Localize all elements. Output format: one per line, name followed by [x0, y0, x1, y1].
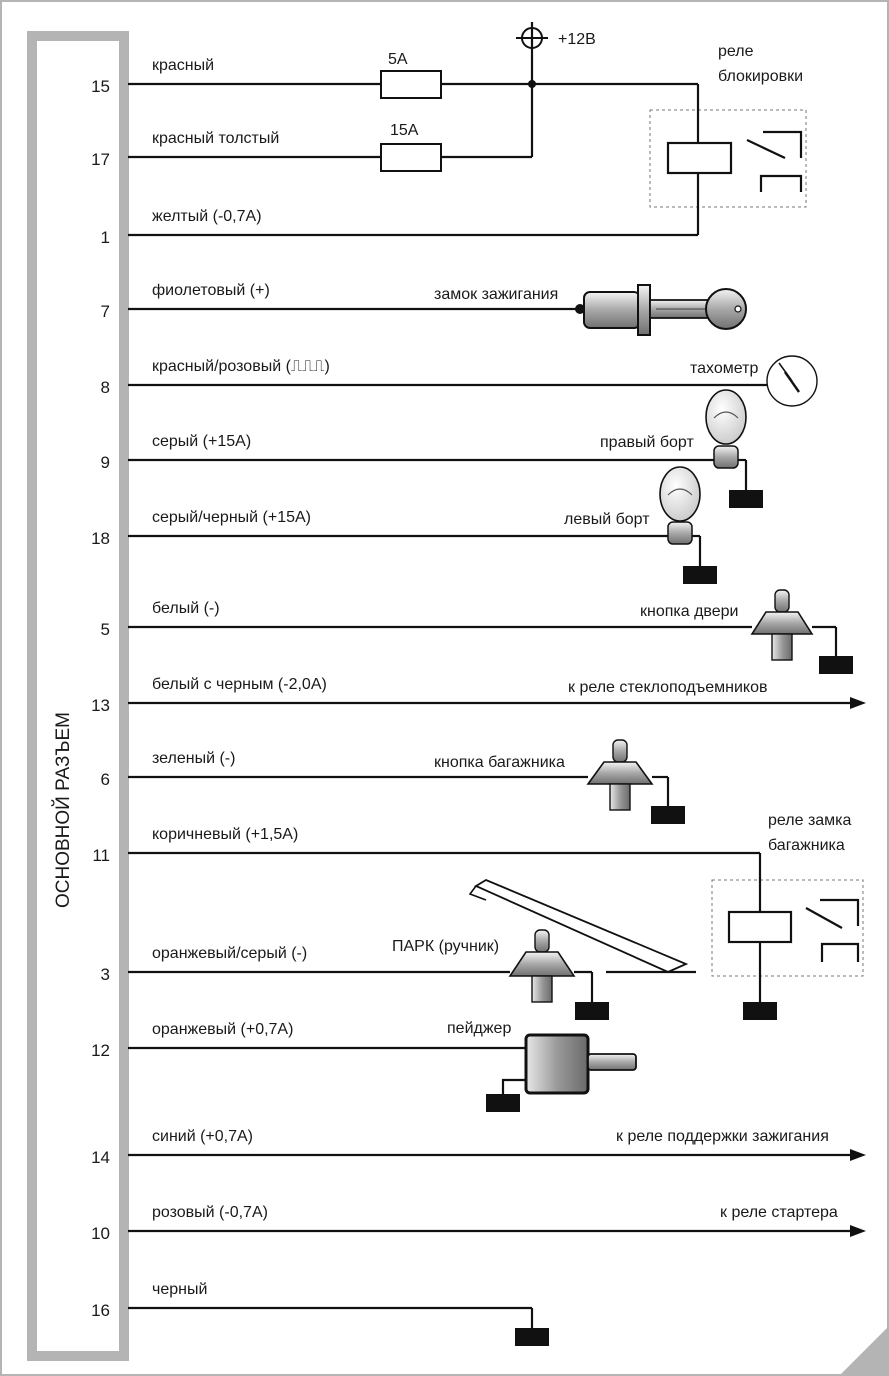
pager-label: пейджер [447, 1020, 511, 1037]
wire-label: коричневый (+1,5А) [152, 826, 298, 843]
corner-fold [839, 1326, 889, 1376]
wire-arrow [850, 697, 866, 709]
main-connector [27, 31, 129, 1361]
right-side-lamp: правый борт [600, 389, 763, 508]
wire-arrow [850, 1149, 866, 1161]
tachometer: тахометр [690, 355, 818, 407]
pin-number: 10 [91, 1224, 110, 1243]
ignition-lock: замок зажигания [434, 284, 747, 336]
wire-label: серый/черный (+15А) [152, 509, 311, 526]
wire-label: оранжевый/серый (-) [152, 945, 307, 962]
tachometer-label: тахометр [690, 360, 758, 377]
lock-relay-label-2: блокировки [718, 68, 803, 85]
park-label: ПАРК (ручник) [392, 938, 499, 955]
pin-number: 7 [101, 302, 110, 321]
lock-relay: реле блокировки [532, 43, 807, 235]
door-button: кнопка двери [640, 589, 853, 674]
left-side-lamp: левый борт [564, 466, 717, 584]
supply-node: +12В [516, 22, 596, 157]
pin-number: 16 [91, 1301, 110, 1320]
ign-support-relay-label: к реле поддержки зажигания [616, 1128, 829, 1145]
park-switch: ПАРК (ручник) [392, 878, 696, 1020]
wire-label: синий (+0,7А) [152, 1128, 253, 1145]
ignition-label: замок зажигания [434, 286, 558, 303]
pin-number: 1 [101, 228, 110, 247]
pin-number: 12 [91, 1041, 110, 1060]
wire-label: зеленый (-) [152, 750, 235, 767]
trunk-button-label: кнопка багажника [434, 754, 565, 771]
wire-label: красный/розовый (⎍⎍⎍) [152, 358, 330, 375]
left-side-label: левый борт [564, 511, 650, 528]
wire-label: оранжевый (+0,7А) [152, 1021, 293, 1038]
pin-number: 9 [101, 453, 110, 472]
wire-label: красный толстый [152, 130, 279, 147]
fuse-15a: 15А [380, 122, 442, 172]
pin-number: 11 [92, 846, 110, 865]
ground-black [515, 1328, 549, 1346]
pin-number: 3 [101, 965, 110, 984]
pin-number: 8 [101, 378, 110, 397]
trunk-relay-label-2: багажника [768, 837, 845, 854]
wire-label: фиолетовый (+) [152, 282, 270, 299]
wire-label: розовый (-0,7А) [152, 1204, 268, 1221]
pin-number: 18 [91, 529, 110, 548]
door-button-label: кнопка двери [640, 603, 738, 620]
wire-label: белый (-) [152, 600, 220, 617]
pin-number: 5 [101, 620, 110, 639]
wire-label: белый с черным (-2,0А) [152, 676, 327, 693]
pin-number: 13 [91, 696, 110, 715]
wire-label: серый (+15А) [152, 433, 251, 450]
fuse-15a-label: 15А [390, 122, 419, 139]
fuse-5a: 5А [380, 51, 442, 99]
wire-label: черный [152, 1281, 207, 1298]
pin-number: 6 [101, 770, 110, 789]
right-side-label: правый борт [600, 434, 694, 451]
supply-label: +12В [558, 31, 596, 48]
connector-title: ОСНОВНОЙ РАЗЪЕМ [52, 712, 74, 908]
wire-label: красный [152, 57, 214, 74]
window-relay-label: к реле стеклоподъемников [568, 679, 767, 696]
wire-label: желтый (-0,7А) [152, 208, 262, 225]
trunk-button: кнопка багажника [434, 739, 685, 824]
pin-number: 15 [91, 77, 110, 96]
pager: пейджер [447, 1020, 637, 1112]
trunk-relay: реле замка багажника [128, 812, 864, 1020]
lock-relay-label-1: реле [718, 43, 754, 60]
wire-arrow [850, 1225, 866, 1237]
fuse-5a-label: 5А [388, 51, 408, 68]
wire-group: 15 красный 17 красный толстый 1 желтый (-0,7А… [91, 57, 866, 1320]
pin-number: 14 [91, 1148, 110, 1167]
relay-coil [666, 141, 733, 175]
trunk-relay-label-1: реле замка [768, 812, 852, 829]
starter-relay-label: к реле стартера [720, 1204, 838, 1221]
pin-number: 17 [91, 150, 110, 169]
